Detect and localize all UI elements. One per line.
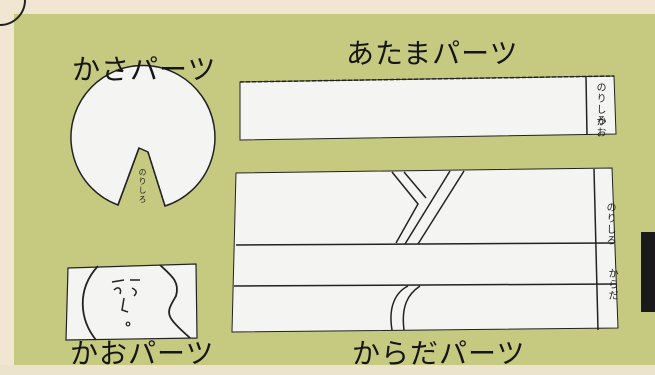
karada-body-tab-text: からだ: [606, 268, 617, 301]
kao-parts-label: かおパーツ: [70, 337, 215, 370]
atama-face-tab-text: かお: [594, 116, 605, 138]
kasa-glue-tab-text: のりしろ: [138, 168, 147, 204]
dark-edge-object: [641, 232, 655, 312]
frame-bottom-edge: [0, 365, 655, 375]
karada-glue-tab-text: のりしろ: [604, 202, 615, 246]
atama-parts-label: あたまパーツ: [346, 37, 519, 70]
frame-left-edge: [0, 0, 14, 375]
atama-part: [239, 75, 617, 141]
karada-parts-label: からだパーツ: [352, 337, 526, 370]
atama-glue-tab-text: のりしろ: [594, 82, 605, 126]
karada-part: [231, 167, 619, 333]
kao-part: [65, 263, 198, 341]
frame-top-edge: [0, 0, 655, 14]
kasa-parts-label: かさパーツ: [72, 53, 217, 86]
kasa-part: [70, 64, 216, 207]
